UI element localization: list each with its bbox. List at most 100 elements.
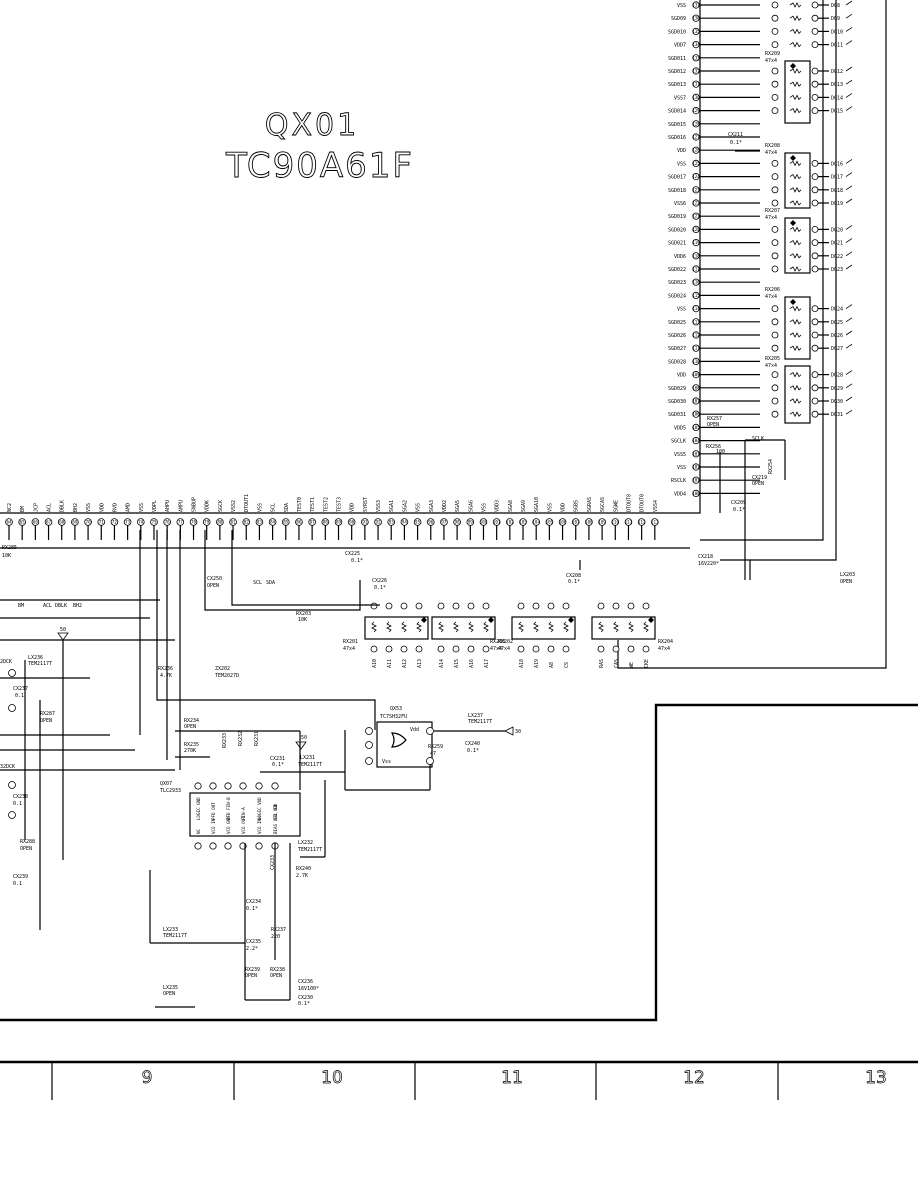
bus-entry — [845, 225, 853, 230]
resistor-symbol — [789, 371, 802, 378]
network-output-label: DG30 — [831, 399, 843, 405]
bottom-pin-number: 88 — [323, 520, 329, 525]
network-pin-bottom — [627, 645, 635, 653]
right-pin-name: SGD016 — [668, 135, 686, 141]
cx238-ref: CX238 — [13, 794, 28, 800]
bottom-pin-marker — [374, 518, 382, 526]
resistor-symbol — [789, 186, 802, 193]
network-output-label: DG12 — [831, 69, 843, 75]
network-output-label: DG28 — [831, 373, 843, 379]
cx235-value: 2.2* — [246, 946, 258, 952]
network-pin-bottom — [597, 645, 605, 653]
bus-entry — [845, 383, 853, 389]
qx07-bottom-pin — [224, 842, 232, 850]
rx236-ref: RX236 — [158, 666, 173, 672]
bottom-pin-number: 86 — [296, 520, 302, 525]
bus-bm: BM — [18, 603, 24, 609]
network-pin-right — [811, 384, 819, 392]
right-pin-number: 129 — [692, 108, 700, 113]
bottom-pin-name: VSS — [416, 503, 422, 512]
cx239-ref: CX239 — [13, 874, 28, 880]
right-pin-name: SGD010 — [668, 29, 686, 35]
bottom-pin-number: 105 — [546, 520, 554, 525]
right-pin-number: 125 — [692, 161, 700, 166]
network-pin-left — [771, 159, 779, 167]
resistor-network-value: 47x4 — [765, 363, 777, 369]
network-output-label: DG15 — [831, 109, 843, 115]
network-output-label: A14 — [439, 659, 445, 668]
lx235-ref: LX235 — [163, 985, 178, 991]
bottom-pin-marker — [466, 518, 475, 526]
right-pin-marker — [692, 212, 700, 220]
resistor-symbol — [789, 345, 802, 352]
right-pin-number: 134 — [692, 42, 700, 47]
bottom-pin-marker — [440, 518, 448, 526]
network-pin-left — [771, 265, 779, 273]
network-pin-right — [811, 67, 819, 75]
network-output-label: A10 — [372, 659, 378, 668]
cx225-value: 0.1* — [351, 558, 363, 564]
bottom-pin-number: 97 — [441, 520, 447, 525]
network-pin-bottom — [547, 645, 555, 653]
network-pin-left — [771, 384, 779, 392]
network-output-label: A19 — [534, 659, 540, 668]
resistor-symbol — [789, 81, 802, 88]
bus-entry — [845, 198, 853, 204]
rx238-ref: RX238 — [270, 967, 285, 973]
resistor-network-ref: RX204 — [658, 639, 673, 645]
resistor-symbol — [789, 41, 802, 48]
bus-entry — [845, 264, 853, 270]
bottom-pin-number: 84 — [270, 520, 276, 525]
bottom-pin-marker — [295, 518, 303, 526]
network-pin-right — [811, 371, 819, 379]
resistor-network-ref: RX207 — [765, 208, 780, 214]
sclk-label: SCLK — [752, 436, 764, 442]
right-pin-number: 113 — [692, 319, 700, 324]
bottom-pin-name: DTOUT8 — [626, 494, 632, 512]
grid-column-label: 11 — [501, 1068, 523, 1088]
bottom-pin-marker — [558, 518, 567, 526]
rx288-value: OPEN — [20, 846, 32, 852]
bottom-pin-marker — [545, 518, 554, 526]
right-pin-name: VSS — [677, 465, 686, 471]
right-pin-number: 107 — [692, 399, 700, 404]
network-pin-bottom — [517, 645, 525, 653]
bottom-pin-name: VDD — [561, 503, 567, 512]
bottom-pin-number: 96 — [428, 520, 434, 525]
resistor-symbol — [789, 305, 802, 312]
bus-entry — [845, 317, 853, 323]
network-pin-left — [771, 225, 779, 233]
right-pin-name: SGD012 — [668, 69, 686, 75]
bottom-pin-number: 106 — [559, 520, 567, 525]
v30-label: 30 — [515, 729, 521, 735]
bottom-pin-number: 90 — [349, 520, 355, 525]
bottom-pin-number: 67 — [46, 520, 52, 525]
right-pin-name: VDD5 — [674, 425, 686, 431]
resistor-network-value: 47x4 — [343, 646, 355, 652]
network-pin-bottom — [400, 645, 408, 653]
bottom-pin-number: 77 — [178, 520, 184, 525]
bottom-pin-name: ACL — [47, 503, 53, 512]
cx236-value: 16V100* — [298, 986, 319, 992]
bottom-pin-name: VDD — [99, 503, 105, 512]
rx231-ref: RX231 — [254, 731, 260, 746]
rx203-value: 10K — [298, 617, 307, 623]
resistor-symbol — [789, 226, 802, 233]
network-output-label: WE — [629, 662, 635, 668]
resistor-network-box — [784, 217, 811, 274]
bus-entry — [845, 304, 853, 309]
cx209-ref: CX209 — [731, 500, 746, 506]
network-output-label: DG16 — [831, 161, 843, 167]
cx234-ref: CX234 — [246, 899, 261, 905]
network-pin-right — [811, 225, 819, 233]
lx236-ref: LX236 — [28, 655, 43, 661]
bottom-pin-number: 98 — [455, 520, 461, 525]
bottom-pin-name: SGA1 — [389, 500, 395, 512]
right-pin-number: 117 — [692, 267, 700, 272]
right-pin-number: 133 — [692, 55, 700, 60]
bus-entry — [845, 27, 853, 32]
network-pin-top — [415, 602, 423, 610]
network-output-label: DG31 — [831, 412, 843, 418]
